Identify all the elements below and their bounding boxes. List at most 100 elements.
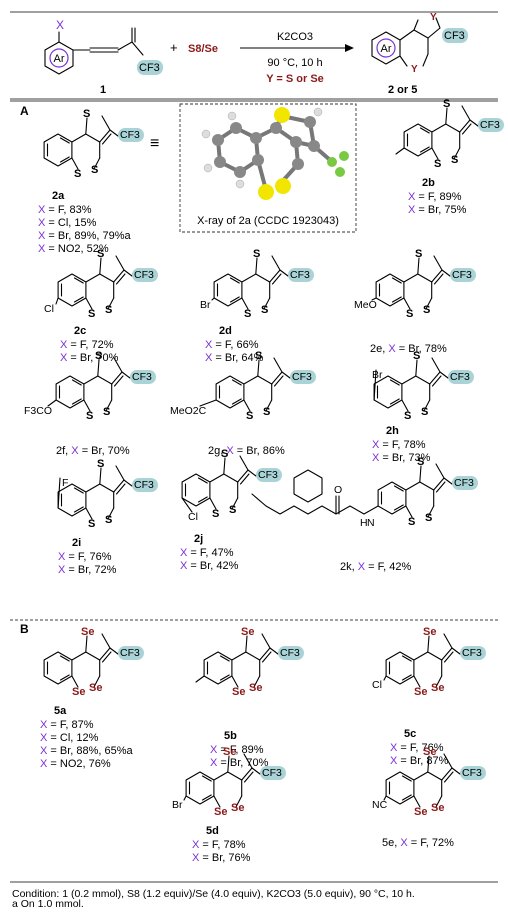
product-cf3: CF3 — [444, 30, 465, 42]
cf3-label: CF3 — [134, 479, 154, 491]
cf3-label: CF3 — [262, 767, 282, 779]
compound-label: 5c — [404, 728, 416, 740]
yield-line: X = Br, 70% — [60, 352, 119, 364]
scaffold-2b — [403, 105, 479, 160]
temperature-time: 90 °C, 10 h — [267, 57, 322, 69]
yield-line: X = Br, 64% — [205, 352, 264, 364]
yield-line: X = F, 89% — [210, 744, 264, 756]
cf3-highlight — [130, 370, 156, 384]
scaffold-2a — [43, 115, 119, 170]
heteroatom-bottom-left: S — [406, 308, 413, 320]
compound-label: 2j — [194, 533, 203, 545]
substituent-2f: F3CO — [24, 405, 52, 417]
cf3-highlight — [260, 766, 286, 780]
amide-nitrogen: H — [360, 517, 368, 529]
yield-line: X = F, 76% — [58, 551, 112, 563]
cf3-label: CF3 — [258, 469, 278, 481]
yield-line: X = Br, 76% — [192, 852, 251, 864]
methyl-group — [195, 675, 205, 683]
heteroatom-bottom-left: Se — [214, 806, 227, 818]
cf3-label: CF3 — [120, 647, 140, 659]
yield-line: X = NO2, 76% — [40, 758, 111, 770]
heteroatom-top: S — [95, 350, 102, 362]
cf3-highlight — [278, 646, 304, 660]
cf3-highlight — [452, 476, 478, 490]
substituent-5e: NC — [372, 799, 388, 811]
yield-line: 2f, X = Br, 70% — [56, 445, 130, 457]
scaffold-2g — [215, 357, 291, 412]
scaffold-5b — [203, 633, 279, 688]
heteroatom-bottom-right: S — [425, 512, 432, 524]
yield-line: X = Br, 72% — [58, 564, 117, 576]
substituent-2g: MeO2C — [170, 405, 207, 417]
scaffold-2i — [57, 465, 133, 520]
yield-line: X = Br, 75% — [408, 204, 467, 216]
cf3-highlight — [290, 370, 316, 384]
heteroatom-bottom-right: S — [421, 406, 428, 418]
heteroatom-bottom-left: Se — [72, 686, 85, 698]
heteroatom-bottom-right: S — [451, 154, 458, 166]
compound-label: 5d — [206, 825, 219, 837]
heteroatom-top: S — [97, 458, 104, 470]
xray-molecule-icon — [201, 107, 349, 200]
yield-line: X = F, 76% — [390, 742, 444, 754]
heteroatom-bottom-right: Se — [431, 682, 444, 694]
cf3-label: CF3 — [450, 371, 470, 383]
substituent-5d: Br — [172, 799, 183, 811]
heteroatom-top: S — [415, 248, 422, 260]
cf3-label: CF3 — [280, 647, 300, 659]
scaffold-2h — [373, 357, 449, 412]
yield-line: X = NO2, 52% — [38, 243, 109, 255]
product-ar-label: Ar — [381, 43, 392, 55]
product-y-top: Y — [430, 12, 437, 23]
cf3-highlight — [256, 468, 282, 482]
yield-line: X = F, 72% — [60, 339, 114, 351]
yield-line: X = F, 87% — [40, 719, 94, 731]
yield-line: X = Br, 73% — [372, 452, 431, 464]
heteroatom-top: S — [443, 98, 450, 110]
yield-line: X = Br, 88%, 65%a — [40, 745, 134, 757]
compound-label: 2a — [52, 190, 65, 202]
scaffold-5a — [43, 633, 119, 688]
xray-structure: ≡ — [150, 103, 357, 233]
heteroatom-bottom-left: S — [404, 410, 411, 422]
reaction-arrow: K2CO3 90 °C, 10 h Y = S or Se — [240, 31, 354, 85]
scaffold-2c — [57, 255, 133, 310]
heteroatom-bottom-right: S — [91, 164, 98, 176]
yield-line: X = Br, 70% — [210, 757, 269, 769]
heteroatom-top: S — [255, 350, 262, 362]
reaction-header: Ar X CF3 1 + S8/Se K2CO3 90 °C, 10 h Y =… — [10, 11, 498, 102]
substituent-2c: Cl — [44, 303, 54, 315]
heteroatom-bottom-right: S — [423, 304, 430, 316]
heteroatom-top: Se — [423, 626, 436, 638]
compound-label: 2c — [74, 325, 86, 337]
scale-footnote: a On 1.0 mmol. — [12, 898, 84, 908]
methyl-group — [395, 147, 405, 155]
starting-material-1: Ar X CF3 1 — [44, 18, 163, 96]
heteroatom-top: S — [417, 456, 424, 468]
section-b-label: B — [20, 622, 29, 636]
yield-line: X = F, 47% — [180, 547, 234, 559]
cf3-highlight — [288, 268, 314, 282]
compound-label: 5b — [224, 730, 237, 742]
carbonyl-oxygen: O — [334, 484, 342, 496]
yield-line: X = F, 83% — [38, 204, 92, 216]
y-definition: Y = S or Se — [266, 73, 324, 85]
yield-line: 2k, X = F, 42% — [340, 561, 411, 573]
compound-label: 2h — [386, 425, 399, 437]
yield-line: X = F, 66% — [205, 339, 259, 351]
cf3-highlight — [450, 268, 476, 282]
